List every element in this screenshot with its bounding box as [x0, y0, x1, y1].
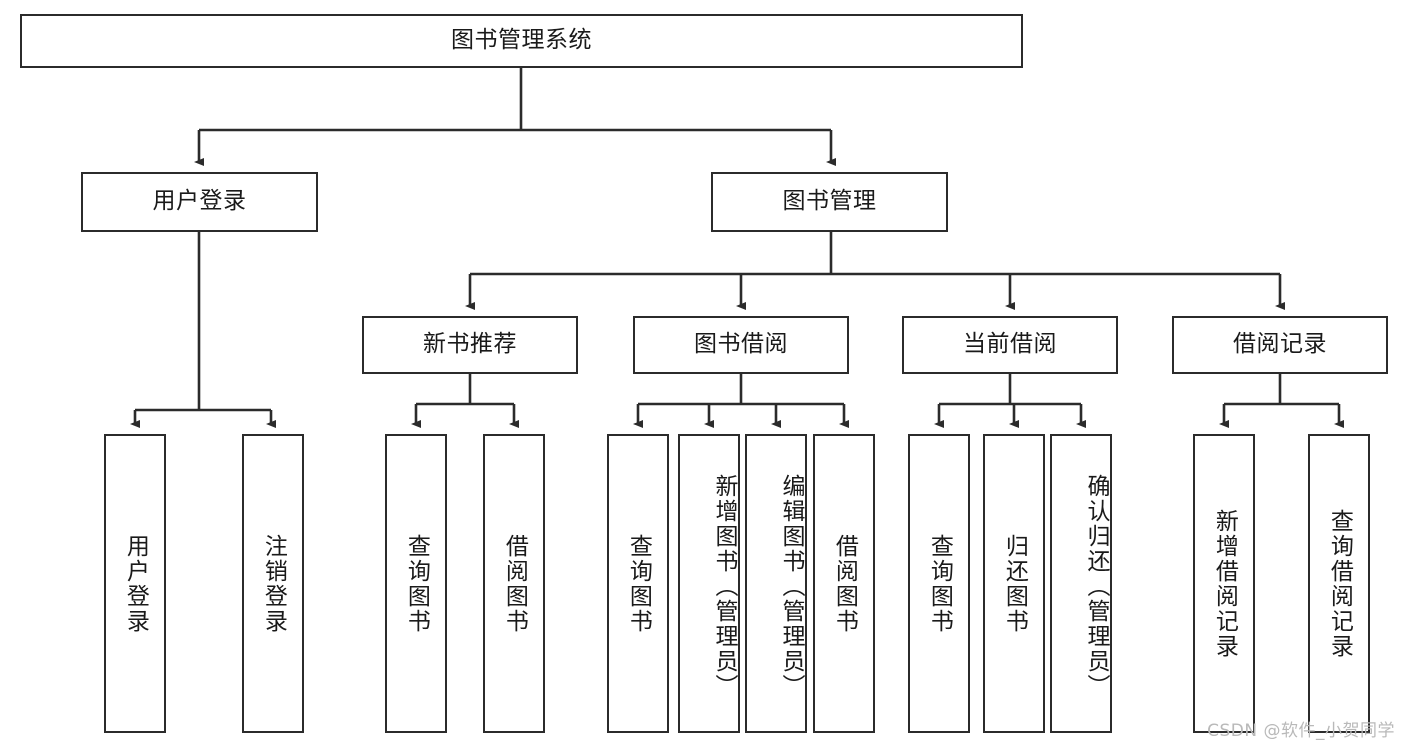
leaf-add-book-admin[interactable]: 新增图书（管理员） [678, 434, 740, 733]
node-user-login-label: 用户登录 [152, 188, 247, 215]
node-user-login[interactable]: 用户登录 [81, 172, 318, 232]
leaf-confirm-return-admin[interactable]: 确认归还（管理员） [1050, 434, 1112, 733]
leaf-edit-book-admin-label: 编辑图书（管理员） [778, 474, 804, 699]
leaf-return-book-label: 归还图书 [1001, 533, 1028, 634]
node-new-book-recommend[interactable]: 新书推荐 [362, 316, 578, 374]
node-current-borrow-label: 当前借阅 [963, 331, 1057, 358]
node-root[interactable]: 图书管理系统 [20, 14, 1023, 68]
leaf-query-book-recommend[interactable]: 查询图书 [385, 434, 447, 733]
node-borrow-record[interactable]: 借阅记录 [1172, 316, 1388, 374]
node-book-borrow[interactable]: 图书借阅 [633, 316, 849, 374]
leaf-edit-book-admin[interactable]: 编辑图书（管理员） [745, 434, 807, 733]
leaf-query-book-borrow[interactable]: 查询图书 [607, 434, 669, 733]
leaf-user-login[interactable]: 用户登录 [104, 434, 166, 733]
node-book-management[interactable]: 图书管理 [711, 172, 948, 232]
leaf-logout-label: 注销登录 [260, 533, 287, 634]
leaf-query-borrow-record-label: 查询借阅记录 [1326, 508, 1353, 659]
leaf-logout[interactable]: 注销登录 [242, 434, 304, 733]
leaf-query-book-borrow-label: 查询图书 [625, 533, 652, 634]
node-root-label: 图书管理系统 [451, 27, 592, 54]
leaf-user-login-label: 用户登录 [122, 533, 149, 634]
leaf-add-borrow-record[interactable]: 新增借阅记录 [1193, 434, 1255, 733]
leaf-query-borrow-record[interactable]: 查询借阅记录 [1308, 434, 1370, 733]
leaf-borrow-book-recommend[interactable]: 借阅图书 [483, 434, 545, 733]
leaf-query-book-recommend-label: 查询图书 [403, 533, 430, 634]
node-new-book-recommend-label: 新书推荐 [423, 331, 517, 358]
leaf-confirm-return-admin-label: 确认归还（管理员） [1083, 474, 1109, 699]
leaf-borrow-book-recommend-label: 借阅图书 [501, 533, 528, 634]
leaf-query-book-current[interactable]: 查询图书 [908, 434, 970, 733]
leaf-add-book-admin-label: 新增图书（管理员） [711, 474, 737, 699]
leaf-query-book-current-label: 查询图书 [926, 533, 953, 634]
node-book-borrow-label: 图书借阅 [694, 331, 788, 358]
node-current-borrow[interactable]: 当前借阅 [902, 316, 1118, 374]
leaf-add-borrow-record-label: 新增借阅记录 [1211, 508, 1238, 659]
leaf-return-book[interactable]: 归还图书 [983, 434, 1045, 733]
leaf-borrow-book[interactable]: 借阅图书 [813, 434, 875, 733]
node-book-management-label: 图书管理 [782, 188, 877, 215]
node-borrow-record-label: 借阅记录 [1233, 331, 1327, 358]
leaf-borrow-book-label: 借阅图书 [831, 533, 858, 634]
csdn-watermark: CSDN @软件_小贺同学 [1207, 721, 1395, 741]
